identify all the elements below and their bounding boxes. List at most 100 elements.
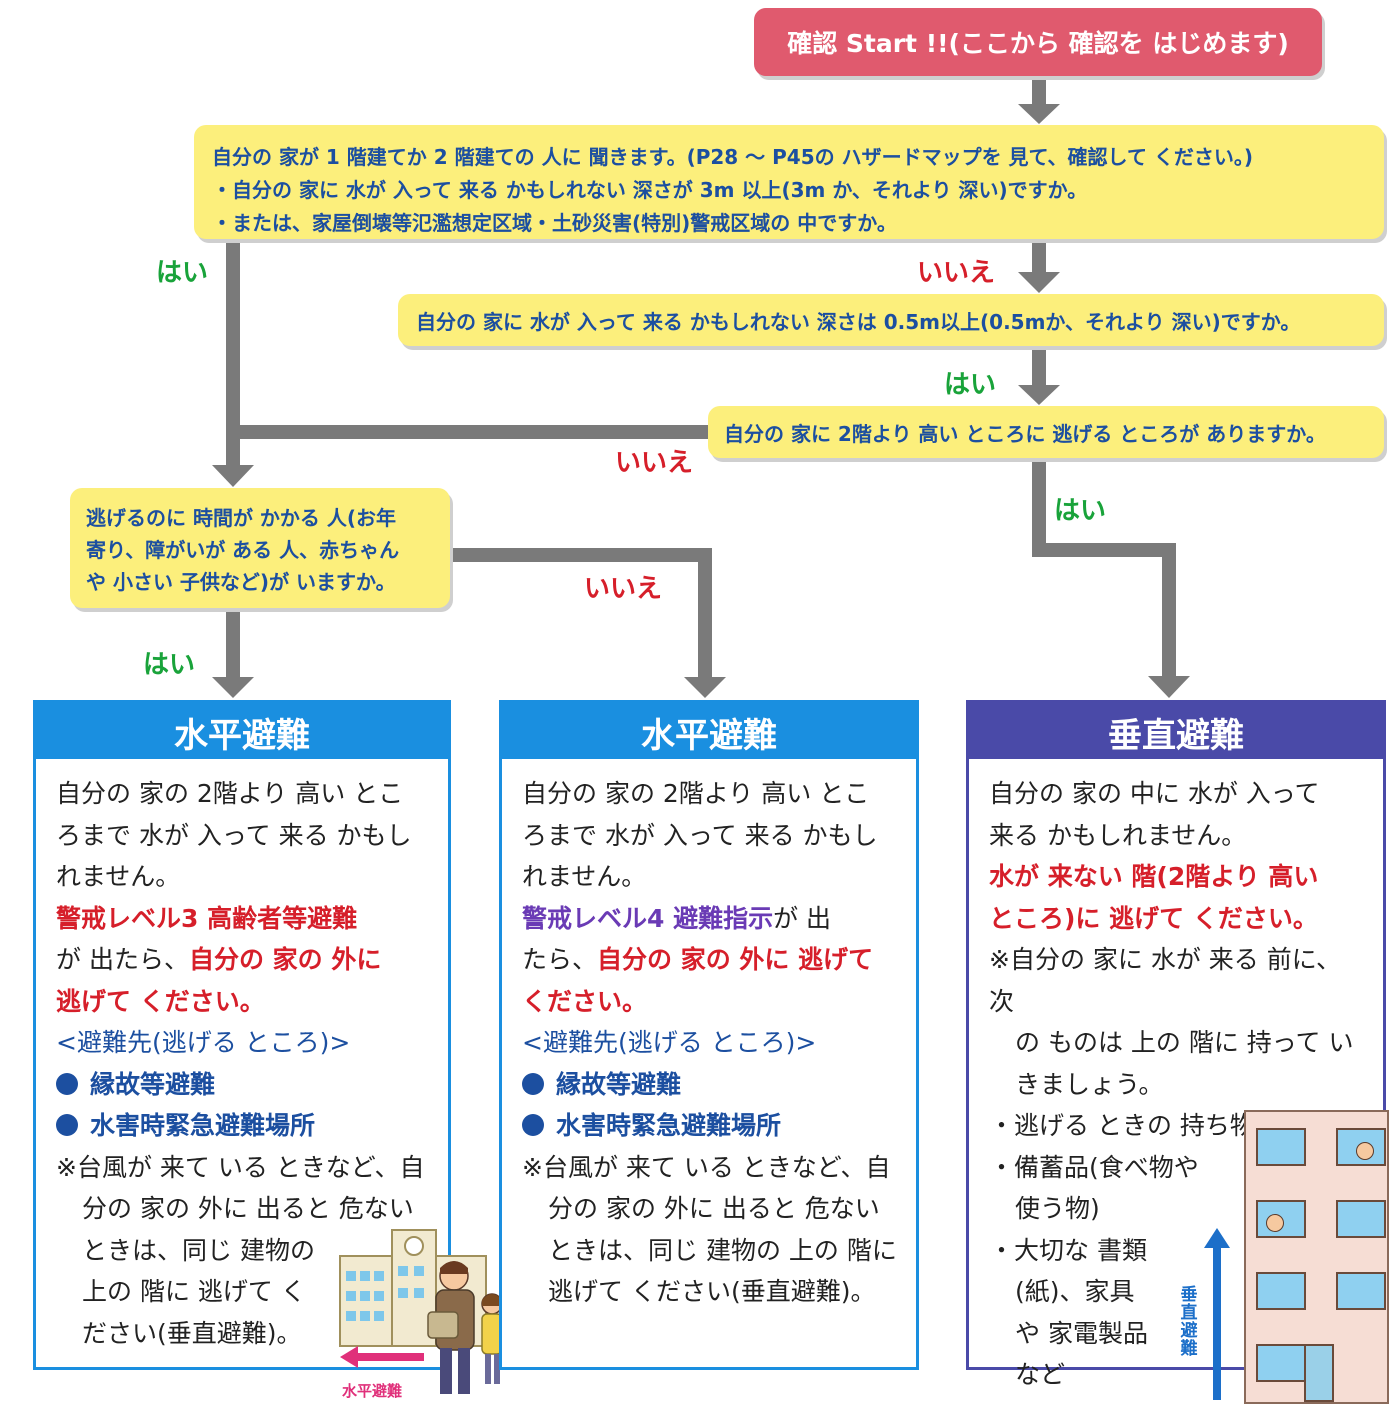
card-2-destination-1-text: 縁故等避難	[556, 1069, 682, 1099]
vertical-evacuation-caption: 垂直避難	[1180, 1285, 1198, 1359]
bullet-icon	[56, 1114, 78, 1136]
connector-q1-q4	[226, 239, 240, 467]
card-3-note-2: の ものは 上の 階に 持って い	[1015, 1028, 1354, 1057]
question-2-text: 自分の 家に 水が 入って 来る かもしれない 深さは 0.5m以上(0.5mか…	[416, 309, 1301, 334]
connector-q4-card2-v	[698, 548, 712, 680]
bullet-icon	[522, 1072, 544, 1095]
card-1-line-2: ろまで 水が 入って 来る かもし	[56, 820, 412, 850]
card-2-line-1: 自分の 家の 2階より 高い とこ	[522, 779, 870, 808]
question-1-line-3: ・または、家屋倒壊等氾濫想定区域・土砂災害(特別)警戒区域の 中ですか。	[212, 211, 897, 235]
card-1-line-1: 自分の 家の 2階より 高い とこ	[56, 779, 404, 808]
school-building-icon	[339, 1229, 503, 1394]
card-1-destination-heading: <避難先(逃げる ところ)>	[56, 1028, 351, 1057]
card-3-note-3: きましょう。	[1015, 1069, 1164, 1099]
connector-q3-card3-v2	[1162, 543, 1176, 679]
card-1-destination-2: 水害時緊急避難場所	[56, 1105, 430, 1147]
card-2-note-3: ときは、同じ 建物の 上の 階に	[548, 1235, 897, 1265]
card-2-action-1: 自分の 家の 外に 逃げて	[597, 945, 874, 974]
card-1-title: 水平避難	[36, 703, 448, 759]
card-1-destination-1-text: 縁故等避難	[90, 1069, 216, 1099]
question-4: 逃げるのに 時間が かかる 人(お年 寄り、障がいが ある 人、赤ちゃん や 小…	[70, 488, 450, 608]
card-1-note-5: ださい(垂直避難)。	[82, 1318, 302, 1348]
building-window	[1336, 1200, 1386, 1238]
card-1-destination-2-text: 水害時緊急避難場所	[90, 1111, 316, 1140]
start-label: 確認 Start !!(ここから 確認を はじめます)	[787, 29, 1289, 58]
arrow-q1-q4	[212, 465, 254, 487]
connector-start-q1	[1032, 76, 1046, 108]
card-1-action-2: 逃げて ください。	[56, 986, 265, 1016]
card-1-after-alert: が 出たら、	[56, 945, 189, 974]
bullet-icon	[522, 1114, 544, 1136]
result-card-vertical: 垂直避難 自分の 家の 中に 水が 入って 来る かもしれません。 水が 来ない…	[966, 700, 1386, 1389]
yes-label-q3: はい	[1054, 496, 1107, 526]
building-window	[1336, 1272, 1386, 1310]
card-1-note-1: ※台風が 来て いる ときなど、自	[56, 1152, 425, 1182]
card-2-action-line: たら、自分の 家の 外に 逃げて	[522, 939, 898, 981]
connector-q4-card1	[226, 608, 240, 680]
card-3-item-3c: や 家電製品	[1015, 1318, 1148, 1348]
card-1-note-3: ときは、同じ 建物の	[82, 1235, 315, 1265]
arrow-q3-card3	[1148, 676, 1190, 698]
card-3-item-2: ・備蓄品(食べ物や	[989, 1152, 1199, 1182]
card-1-action-1: 自分の 家の 外に	[188, 945, 382, 974]
building-window	[1256, 1272, 1306, 1310]
card-1-note-4: 上の 階に 逃げて く	[82, 1277, 306, 1306]
left-arrow-icon	[340, 1346, 424, 1368]
card-2-title: 水平避難	[502, 703, 916, 759]
question-2: 自分の 家に 水が 入って 来る かもしれない 深さは 0.5m以上(0.5mか…	[398, 294, 1384, 346]
evacuation-illustration	[336, 1216, 512, 1406]
card-2-after-alert-2: たら、	[522, 945, 598, 974]
card-2-line-2: ろまで 水が 入って 来る かもし	[522, 820, 878, 850]
connector-q3-card3-v1	[1032, 458, 1046, 550]
card-2-action-2: ください。	[522, 986, 648, 1016]
person-in-window-icon	[1266, 1214, 1284, 1232]
card-3-item-3: ・大切な 書類	[989, 1235, 1147, 1265]
card-3-line-1: 自分の 家の 中に 水が 入って	[989, 779, 1320, 808]
card-3-item-3d: など	[1015, 1360, 1066, 1389]
arrow-q4-card1	[212, 677, 254, 698]
result-card-horizontal-1: 水平避難 自分の 家の 2階より 高い とこ ろまで 水が 入って 来る かもし…	[33, 700, 451, 1370]
card-3-title: 垂直避難	[969, 703, 1383, 759]
card-3-item-1: ・逃げる ときの 持ち物	[989, 1111, 1255, 1140]
card-2-note-2: 分の 家の 外に 出ると 危ない	[548, 1194, 880, 1223]
card-3-action-1: 水が 来ない 階(2階より 高い	[989, 862, 1319, 891]
card-3-line-2: 来る かもしれません。	[989, 820, 1247, 850]
question-1-line-1: 自分の 家が 1 階建てか 2 階建ての 人に 聞きます。(P28 ～ P45の…	[212, 145, 1254, 169]
card-3-item-2b: 使う物)	[1015, 1194, 1100, 1223]
card-1-alert-level: 警戒レベル3 高齢者等避難	[56, 903, 358, 933]
connector-q3-left	[226, 425, 708, 439]
card-3-action-2: ところ)に 逃げて ください。	[989, 903, 1318, 933]
question-1: 自分の 家が 1 階建てか 2 階建ての 人に 聞きます。(P28 ～ P45の…	[194, 125, 1384, 239]
question-3-text: 自分の 家に 2階より 高い ところに 逃げる ところが ありますか。	[724, 421, 1326, 446]
arrow-q1-q2	[1018, 272, 1060, 293]
card-2-after-alert-1: が 出	[773, 903, 832, 933]
yes-label-q2: はい	[944, 370, 997, 400]
bullet-icon	[56, 1072, 78, 1095]
card-2-alert-line: 警戒レベル4 避難指示が 出	[522, 898, 898, 940]
card-2-destination-heading: <避難先(逃げる ところ)>	[522, 1028, 817, 1057]
arrow-start-q1	[1018, 104, 1060, 124]
card-1-line-3: れません。	[56, 862, 181, 891]
question-4-line-3: や 小さい 子供など)が いますか。	[86, 570, 396, 594]
card-2-destination-2-text: 水害時緊急避難場所	[556, 1111, 782, 1140]
horizontal-evacuation-caption: 水平避難	[342, 1382, 403, 1400]
card-1-note-2: 分の 家の 外に 出ると 危ない	[82, 1194, 414, 1223]
card-2-line-3: れません。	[522, 862, 647, 891]
yes-label-q1: はい	[156, 258, 209, 288]
connector-q1-q2	[1032, 239, 1046, 275]
connector-q3-card3-h	[1032, 543, 1176, 557]
question-1-line-2: ・自分の 家に 水が 入って 来る かもしれない 深さが 3m 以上(3m か、…	[212, 178, 1088, 202]
question-4-line-1: 逃げるのに 時間が かかる 人(お年	[86, 506, 397, 530]
card-2-alert-level: 警戒レベル4 避難指示	[522, 903, 774, 933]
start-box: 確認 Start !!(ここから 確認を はじめます)	[754, 8, 1322, 76]
building-door	[1304, 1344, 1334, 1402]
card-3-note-1: ※自分の 家に 水が 来る 前に、次	[989, 945, 1341, 1016]
no-label-q4: いいえ	[584, 574, 663, 604]
connector-q2-q3	[1032, 346, 1046, 388]
question-3: 自分の 家に 2階より 高い ところに 逃げる ところが ありますか。	[708, 406, 1384, 458]
arrow-q2-q3	[1018, 385, 1060, 405]
building-window	[1256, 1128, 1306, 1166]
result-card-horizontal-2: 水平避難 自分の 家の 2階より 高い とこ ろまで 水が 入って 来る かもし…	[499, 700, 919, 1370]
yes-label-q4: はい	[143, 650, 196, 680]
